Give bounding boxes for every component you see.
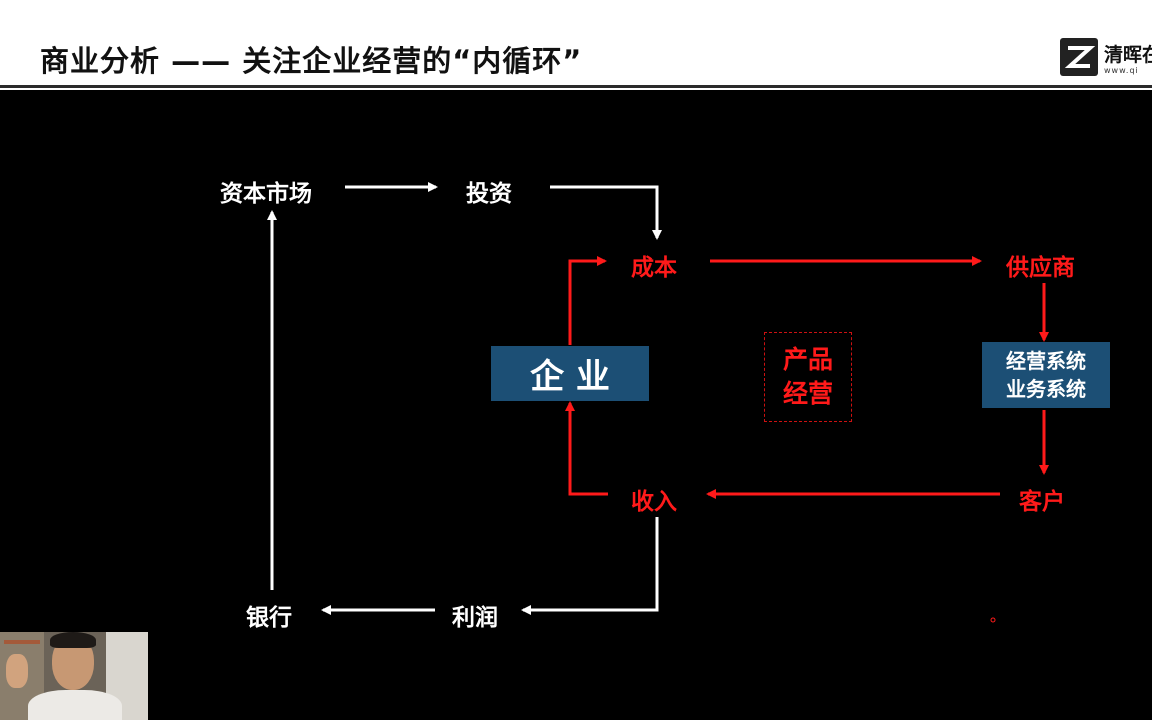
logo-icon [1060,38,1098,76]
arrow-revenue-to-enterprise [565,401,608,496]
product-ops-line1: 产品 [782,345,833,374]
node-supplier: 供应商 [1006,255,1075,281]
logo-url: www.qi [1104,66,1139,75]
presenter-hand [6,654,28,688]
node-enterprise: 企 业 [491,346,649,401]
system-line1: 经营系统 [1006,349,1086,373]
node-investment: 投资 [466,181,512,207]
slide-title: 商业分析 —— 关注企业经营的“内循环” [40,44,583,78]
stray-dot [990,617,996,623]
node-customer: 客户 [1019,489,1065,515]
node-product-operations: 产品 经营 [764,332,852,422]
arrow-investment-to-cost [550,185,662,240]
node-enterprise-label: 企 业 [530,357,610,397]
node-bank: 银行 [246,605,292,631]
presenter-shirt [28,690,122,720]
slide-header: 商业分析 —— 关注企业经营的“内循环” 清晖在 www.qi [0,0,1152,90]
header-divider [0,85,1152,88]
node-revenue: 收入 [631,489,677,515]
node-capital-market: 资本市场 [220,181,312,207]
product-ops-line2: 经营 [782,379,833,408]
system-line2: 业务系统 [1006,377,1086,401]
arrow-enterprise-to-cost [568,256,607,345]
node-cost: 成本 [631,255,677,281]
presenter-webcam [0,632,148,720]
node-profit: 利润 [452,605,498,631]
node-systems: 经营系统 业务系统 [982,342,1110,408]
logo-text: 清晖在 [1104,44,1152,66]
arrow-revenue-to-profit [521,517,659,615]
